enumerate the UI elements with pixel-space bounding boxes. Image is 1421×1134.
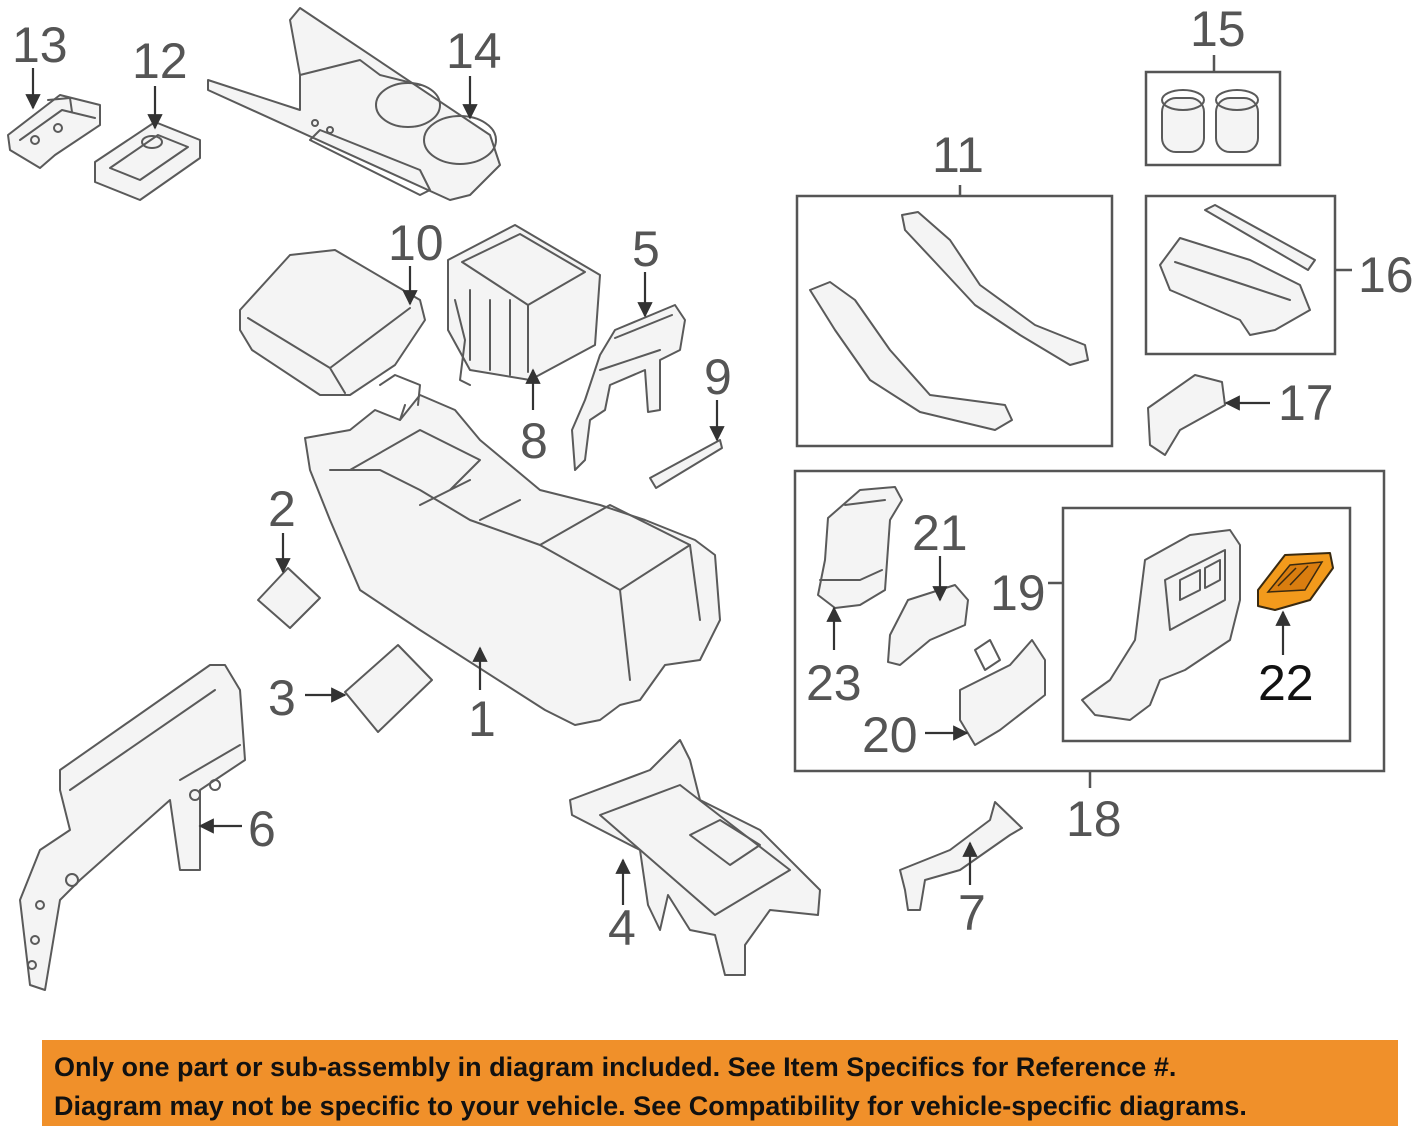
callout-23: 23: [806, 655, 862, 711]
group-box-16: [1144, 194, 1337, 356]
disclaimer-line-2: Diagram may not be specific to your vehi…: [54, 1091, 1247, 1121]
part-6: [19, 664, 246, 991]
part-13: [7, 94, 101, 169]
callout-8: 8: [520, 413, 548, 469]
parts-diagram: 13 12 14 15 11 10 5 16 9 17 8 2 21 19 22…: [7, 1, 1414, 991]
callout-14: 14: [446, 23, 502, 79]
part-3: [344, 644, 433, 733]
part-15: [1161, 89, 1259, 153]
part-5: [571, 304, 686, 471]
leader-arrows: [25, 68, 1291, 905]
callout-22: 22: [1258, 655, 1314, 711]
callout-5: 5: [632, 221, 660, 277]
callout-1: 1: [468, 691, 496, 747]
part-1: [304, 374, 721, 726]
part-10: [239, 249, 426, 396]
disclaimer-line-1: Only one part or sub-assembly in diagram…: [54, 1052, 1177, 1082]
group-box-19: [1061, 506, 1352, 743]
callout-17: 17: [1278, 375, 1334, 431]
callout-2: 2: [268, 481, 296, 537]
callout-4: 4: [608, 900, 636, 956]
part-12: [94, 121, 201, 201]
part-20: [959, 639, 1046, 746]
callout-9: 9: [704, 349, 732, 405]
part-17: [1147, 374, 1226, 456]
part-2: [257, 567, 321, 629]
part-11: [809, 211, 1089, 431]
callout-10: 10: [388, 215, 444, 271]
callout-20: 20: [862, 707, 918, 763]
callout-3: 3: [268, 670, 296, 726]
callout-12: 12: [132, 33, 188, 89]
callout-labels: 13 12 14 15 11 10 5 16 9 17 8 2 21 19 22…: [12, 1, 1414, 956]
part-7: [899, 801, 1023, 911]
part-19: [1081, 529, 1241, 721]
callout-11: 11: [932, 127, 984, 183]
part-8: [447, 224, 601, 386]
group-box-11: [795, 194, 1114, 448]
part-4: [569, 739, 821, 976]
callout-18: 18: [1066, 791, 1122, 847]
part-9: [649, 439, 723, 489]
callout-15: 15: [1190, 1, 1246, 57]
part-16: [1159, 204, 1316, 336]
callout-7: 7: [958, 885, 986, 941]
disclaimer-banner: Only one part or sub-assembly in diagram…: [42, 1040, 1398, 1126]
callout-19: 19: [990, 565, 1046, 621]
callout-16: 16: [1358, 247, 1414, 303]
part-23: [817, 486, 903, 609]
callout-6: 6: [248, 801, 276, 857]
part-14: [207, 7, 501, 201]
part-22-highlighted: [1257, 552, 1334, 611]
callout-13: 13: [12, 17, 68, 73]
callout-21: 21: [912, 505, 968, 561]
part-21: [887, 584, 969, 666]
